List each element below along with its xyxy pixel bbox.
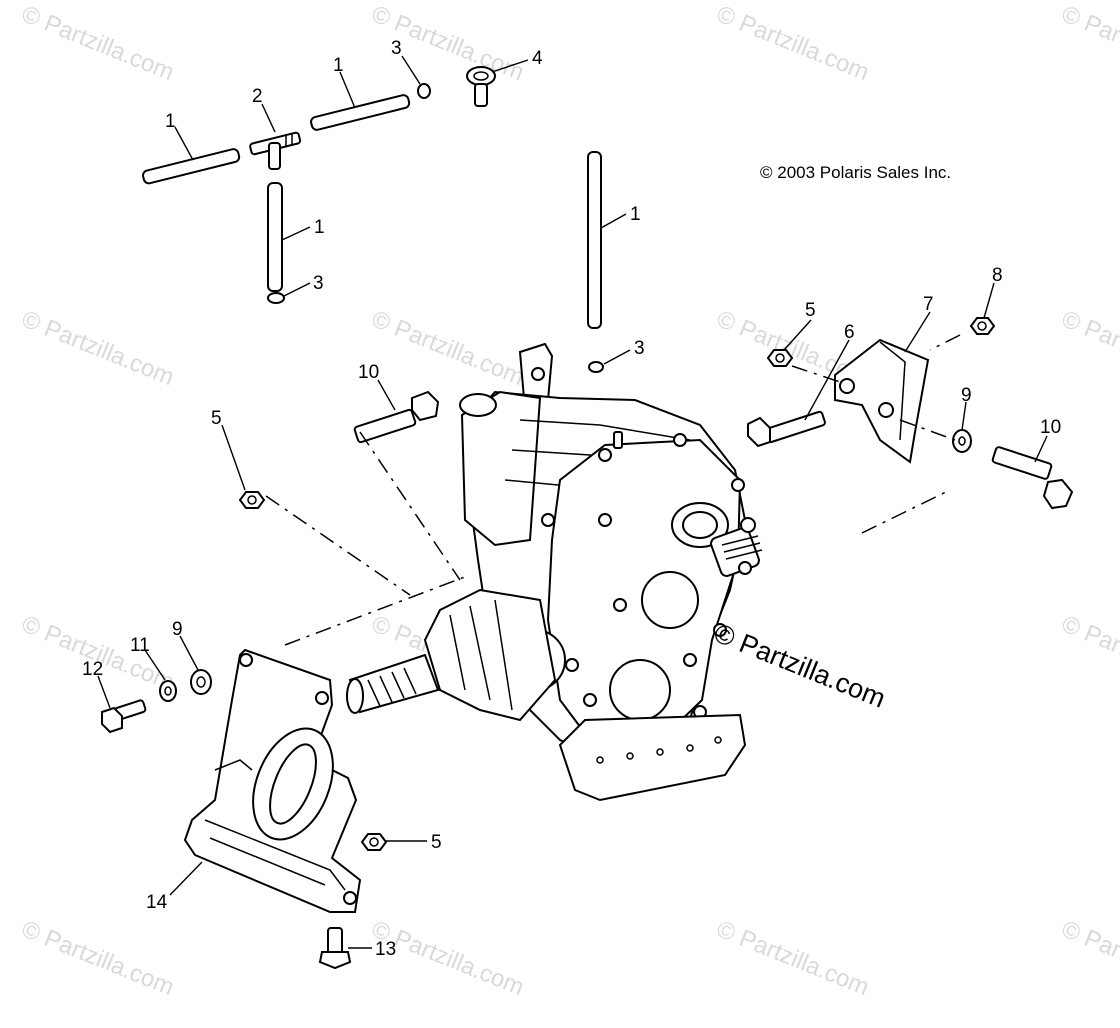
washer <box>952 429 972 453</box>
callout-label: 11 <box>130 635 150 656</box>
hose-clamp <box>417 83 431 99</box>
watermark-large: © Partzilla.com <box>710 618 890 714</box>
hose-long <box>587 151 602 329</box>
watermark: © Partzilla.com <box>18 916 178 1002</box>
callout-label: 1 <box>165 111 176 132</box>
callout-label: 4 <box>532 48 543 69</box>
bolt-10-left <box>353 390 440 444</box>
callout-label: 5 <box>805 300 816 321</box>
watermark: © Partzilla.com <box>713 916 873 1002</box>
callout-label: 6 <box>844 322 855 343</box>
watermark: © Partzilla.com <box>713 1 873 87</box>
callout-label: 3 <box>391 38 402 59</box>
watermark: © Partzilla.com <box>1058 611 1120 697</box>
bolt-13 <box>318 927 352 970</box>
callout-labels: 1 1 1 1 2 3 3 3 4 5 5 5 6 7 8 9 9 10 10 … <box>82 38 1061 960</box>
callout-label: 3 <box>313 273 324 294</box>
callout-label: 8 <box>992 265 1003 286</box>
copyright-notice: © 2003 Polaris Sales Inc. <box>760 163 951 182</box>
callout-label: 14 <box>146 892 168 913</box>
callout-label: 7 <box>923 294 934 315</box>
washer <box>190 669 212 695</box>
leader-lines <box>97 55 1048 949</box>
callout-label: 1 <box>630 204 641 225</box>
callout-label: 9 <box>961 385 972 406</box>
flange-nut <box>766 349 794 367</box>
watermark: © Partzilla.com <box>18 306 178 392</box>
callout-label: 2 <box>252 86 263 107</box>
callout-label: 1 <box>333 55 344 76</box>
watermark: © Partzilla.com <box>1058 306 1120 392</box>
callout-label: 5 <box>211 408 222 429</box>
watermark: © Partzilla.com <box>1058 1 1120 87</box>
mount-bracket-left <box>183 648 362 913</box>
callout-label: 9 <box>172 619 183 640</box>
breather-hose-assembly <box>142 66 496 304</box>
hose-clamp <box>267 292 285 304</box>
callout-label: 13 <box>375 939 396 960</box>
hose-right <box>310 94 411 131</box>
lock-washer <box>159 680 177 702</box>
flange-nut <box>969 317 996 335</box>
flange-nut <box>238 491 266 509</box>
watermark: © Partzilla.com <box>1058 916 1120 1002</box>
flange-nut <box>360 833 388 851</box>
callout-label: 3 <box>634 338 645 359</box>
hose-left <box>142 148 241 185</box>
callout-label: 10 <box>1040 417 1061 438</box>
callout-label: 10 <box>358 362 379 383</box>
mount-bracket-right <box>834 338 930 464</box>
hose-vertical <box>267 182 283 292</box>
watermark: © Partzilla.com <box>18 611 178 697</box>
callout-label: 5 <box>431 832 442 853</box>
watermark: © Partzilla.com <box>18 1 178 87</box>
callout-label: 12 <box>82 659 103 680</box>
bolt-12 <box>101 699 147 734</box>
transmission-gearcase <box>346 342 763 802</box>
watermark: © Partzilla.com <box>368 306 528 392</box>
bolt-10-right <box>991 446 1074 510</box>
bolt-6 <box>747 410 826 448</box>
hose-clamp <box>588 361 604 373</box>
hose-clip <box>466 66 496 107</box>
tee-fitting <box>249 131 302 170</box>
callout-label: 1 <box>314 217 325 238</box>
assembly-lines <box>265 334 961 646</box>
